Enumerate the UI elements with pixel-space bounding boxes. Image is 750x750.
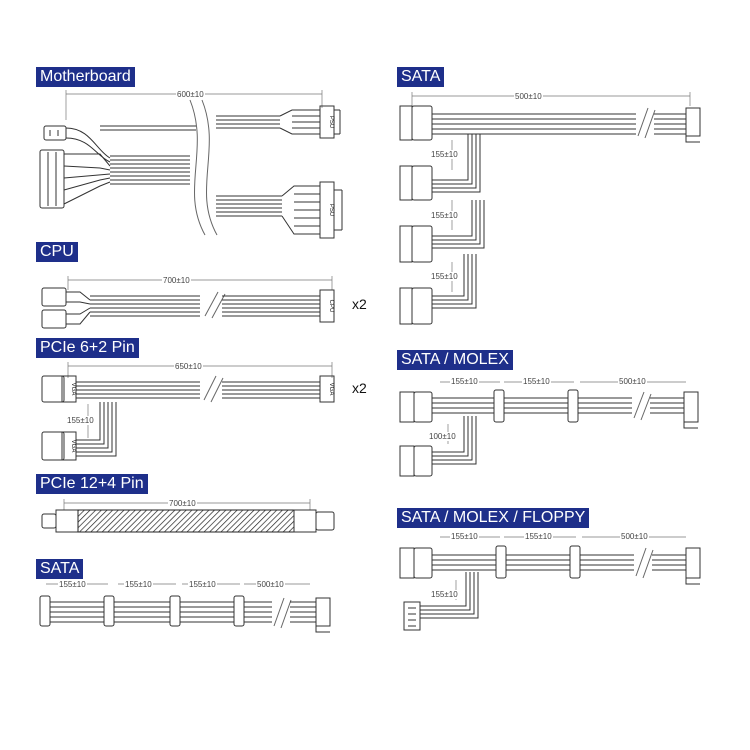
dim-sata-left-seg4: 500±10 (256, 580, 285, 589)
sata-molex-header: SATA / MOLEX (397, 350, 513, 370)
dim-smf-seg3: 500±10 (620, 532, 649, 541)
sata-molex-floppy-header: SATA / MOLEX / FLOPPY (397, 508, 590, 528)
sata-molex-floppy-cable (399, 536, 701, 631)
dim-sata-right-b3: 155±10 (430, 272, 459, 281)
dim-sata-molex-branch: 100±10 (428, 432, 457, 441)
vga-label-1: VGA (70, 383, 76, 396)
sata-right-header: SATA (397, 67, 445, 87)
dim-motherboard-total: 600±10 (176, 90, 205, 99)
dim-sata-right-total: 500±10 (514, 92, 543, 101)
dim-sata-right-b2: 155±10 (430, 211, 459, 220)
dim-sata-right-b1: 155±10 (430, 150, 459, 159)
motherboard-cable (39, 90, 343, 239)
dim-sata-left-seg2: 155±10 (124, 580, 153, 589)
cpu-cable (41, 276, 335, 329)
dim-sata-left-seg1: 155±10 (58, 580, 87, 589)
pcie-6plus2-header: PCIe 6+2 Pin (36, 338, 139, 358)
dim-pcie62-branch: 155±10 (66, 416, 95, 425)
dim-sata-molex-seg2: 155±10 (522, 377, 551, 386)
sata-left-cable (39, 583, 331, 633)
pcie-12plus4-header: PCIe 12+4 Pin (36, 474, 148, 494)
pcie-6plus2-cable (41, 362, 335, 461)
sata-molex-cable (399, 381, 699, 477)
dim-pcie124-total: 700±10 (168, 499, 197, 508)
sata-right-cable (399, 92, 701, 325)
pcie62-multiplier: x2 (352, 380, 367, 396)
psu-label-1: PSU (328, 116, 334, 128)
sata-left-header: SATA (36, 559, 84, 579)
dim-sata-molex-seg1: 155±10 (450, 377, 479, 386)
dim-smf-seg2: 155±10 (524, 532, 553, 541)
dim-pcie62-total: 650±10 (174, 362, 203, 371)
dim-smf-seg1: 155±10 (450, 532, 479, 541)
dim-smf-branch: 155±10 (430, 590, 459, 599)
dim-sata-left-seg3: 155±10 (188, 580, 217, 589)
cpu-multiplier: x2 (352, 296, 367, 312)
dim-sata-molex-seg3: 500±10 (618, 377, 647, 386)
cpu-label: CPU (328, 300, 334, 313)
cpu-header: CPU (36, 242, 78, 262)
vga-label-2: VGA (328, 383, 334, 396)
psu-label-2: PSU (328, 204, 334, 216)
dim-cpu-total: 700±10 (162, 276, 191, 285)
vga-label-3: VGA (70, 440, 76, 453)
pcie-12plus4-cable (41, 499, 335, 533)
motherboard-header: Motherboard (36, 67, 135, 87)
